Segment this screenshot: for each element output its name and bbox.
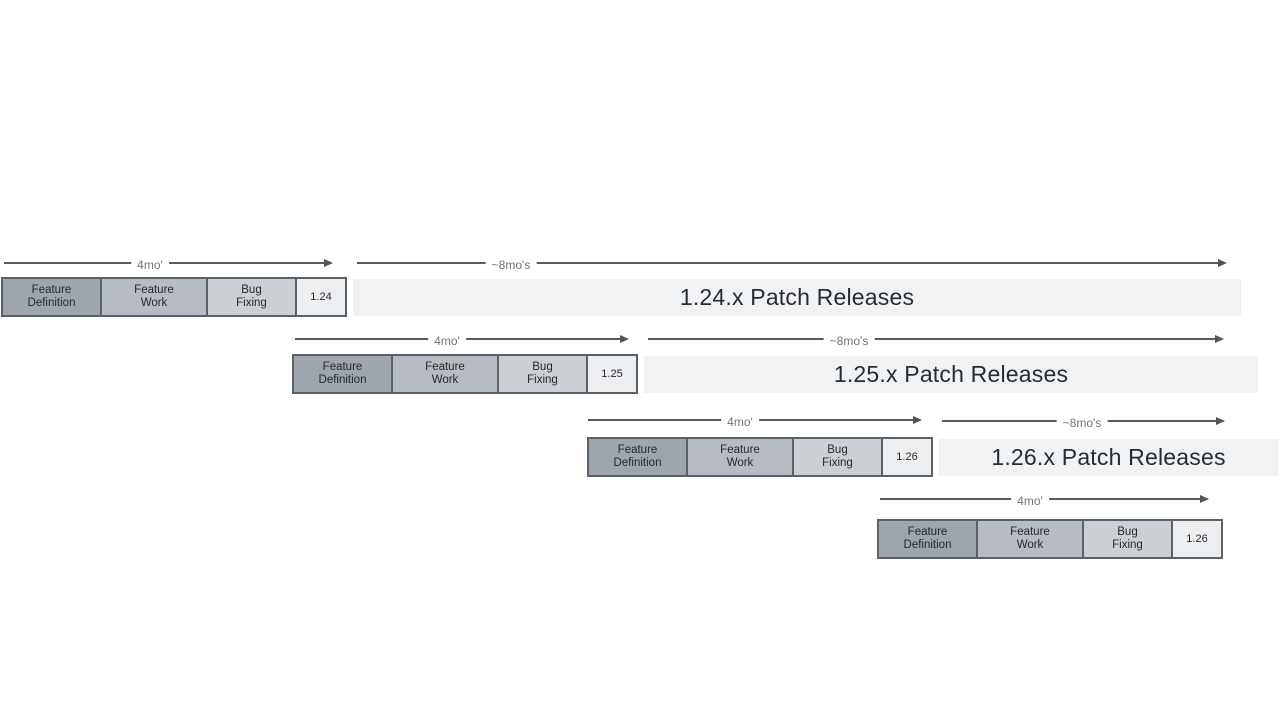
phase-label-line: Bug: [241, 284, 262, 296]
phase-label-line: Work: [140, 297, 168, 309]
phase-bug-fixing: Bug Fixing: [1082, 521, 1171, 557]
version-box: 1.24: [295, 279, 345, 315]
arrow-head-icon: [324, 259, 333, 267]
phase-feature-work: Feature Work: [976, 521, 1082, 557]
version-label: 1.25: [601, 367, 623, 380]
phase-label-line: Feature: [617, 444, 658, 456]
patch-releases-bar-2: 1.25.x Patch Releases: [644, 356, 1258, 393]
phase-label-line: Work: [726, 457, 754, 469]
release-phase-strip-3: Feature Definition Feature Work Bug Fixi…: [587, 437, 933, 477]
phase-feature-definition: Feature Definition: [3, 279, 100, 315]
dev-cycle-duration-label: 4mo': [428, 333, 466, 349]
phase-label-line: Definition: [613, 457, 662, 469]
version-box: 1.26: [1171, 521, 1221, 557]
arrow-head-icon: [1218, 259, 1227, 267]
phase-label-line: Feature: [1010, 526, 1050, 538]
phase-label-line: Feature: [425, 361, 465, 373]
patch-cycle-duration-label: ~8mo's: [1056, 415, 1108, 431]
arrow-head-icon: [1216, 417, 1225, 425]
phase-label-line: Feature: [907, 526, 948, 538]
arrow-head-icon: [913, 416, 922, 424]
patch-releases-label: 1.26.x Patch Releases: [991, 444, 1226, 470]
patch-releases-label: 1.24.x Patch Releases: [679, 284, 915, 310]
phase-bug-fixing: Bug Fixing: [206, 279, 295, 315]
phase-label-line: Feature: [720, 444, 760, 456]
dev-cycle-duration-label: 4mo': [721, 414, 759, 430]
arrow-head-icon: [1200, 495, 1209, 503]
version-label: 1.26: [1186, 532, 1208, 545]
phase-feature-definition: Feature Definition: [879, 521, 976, 557]
patch-cycle-duration-label: ~8mo's: [485, 257, 537, 273]
phase-feature-work: Feature Work: [100, 279, 206, 315]
version-box: 1.25: [586, 356, 636, 392]
phase-bug-fixing: Bug Fixing: [792, 439, 881, 475]
dev-cycle-duration-label: 4mo': [1011, 493, 1049, 509]
arrow-head-icon: [1215, 335, 1224, 343]
phase-label-line: Work: [1016, 539, 1044, 551]
phase-feature-work: Feature Work: [686, 439, 792, 475]
phase-bug-fixing: Bug Fixing: [497, 356, 586, 392]
version-box: 1.26: [881, 439, 931, 475]
phase-label-line: Feature: [322, 361, 363, 373]
phase-label-line: Fixing: [527, 374, 558, 386]
phase-label-line: Fixing: [822, 457, 853, 469]
phase-label-line: Definition: [27, 297, 76, 309]
patch-releases-bar-3: 1.26.x Patch Releases: [939, 439, 1278, 476]
arrow-line: [357, 262, 1225, 264]
phase-label-line: Feature: [31, 284, 72, 296]
phase-label-line: Bug: [827, 444, 848, 456]
phase-feature-definition: Feature Definition: [589, 439, 686, 475]
patch-releases-label: 1.25.x Patch Releases: [833, 361, 1069, 387]
version-label: 1.26: [896, 450, 918, 463]
phase-label-line: Bug: [532, 361, 553, 373]
phase-feature-work: Feature Work: [391, 356, 497, 392]
release-phase-strip-1: Feature Definition Feature Work Bug Fixi…: [1, 277, 347, 317]
phase-label-line: Work: [431, 374, 459, 386]
release-phase-strip-4: Feature Definition Feature Work Bug Fixi…: [877, 519, 1223, 559]
release-phase-strip-2: Feature Definition Feature Work Bug Fixi…: [292, 354, 638, 394]
dev-cycle-duration-label: 4mo': [131, 257, 169, 273]
patch-releases-bar-1: 1.24.x Patch Releases: [353, 279, 1241, 316]
arrow-line: [648, 338, 1222, 340]
phase-label-line: Definition: [903, 539, 952, 551]
phase-label-line: Bug: [1117, 526, 1138, 538]
arrow-head-icon: [620, 335, 629, 343]
phase-label-line: Definition: [318, 374, 367, 386]
version-label: 1.24: [310, 290, 332, 303]
phase-feature-definition: Feature Definition: [294, 356, 391, 392]
phase-label-line: Fixing: [1112, 539, 1143, 551]
phase-label-line: Feature: [134, 284, 174, 296]
patch-cycle-duration-label: ~8mo's: [823, 333, 875, 349]
phase-label-line: Fixing: [236, 297, 267, 309]
